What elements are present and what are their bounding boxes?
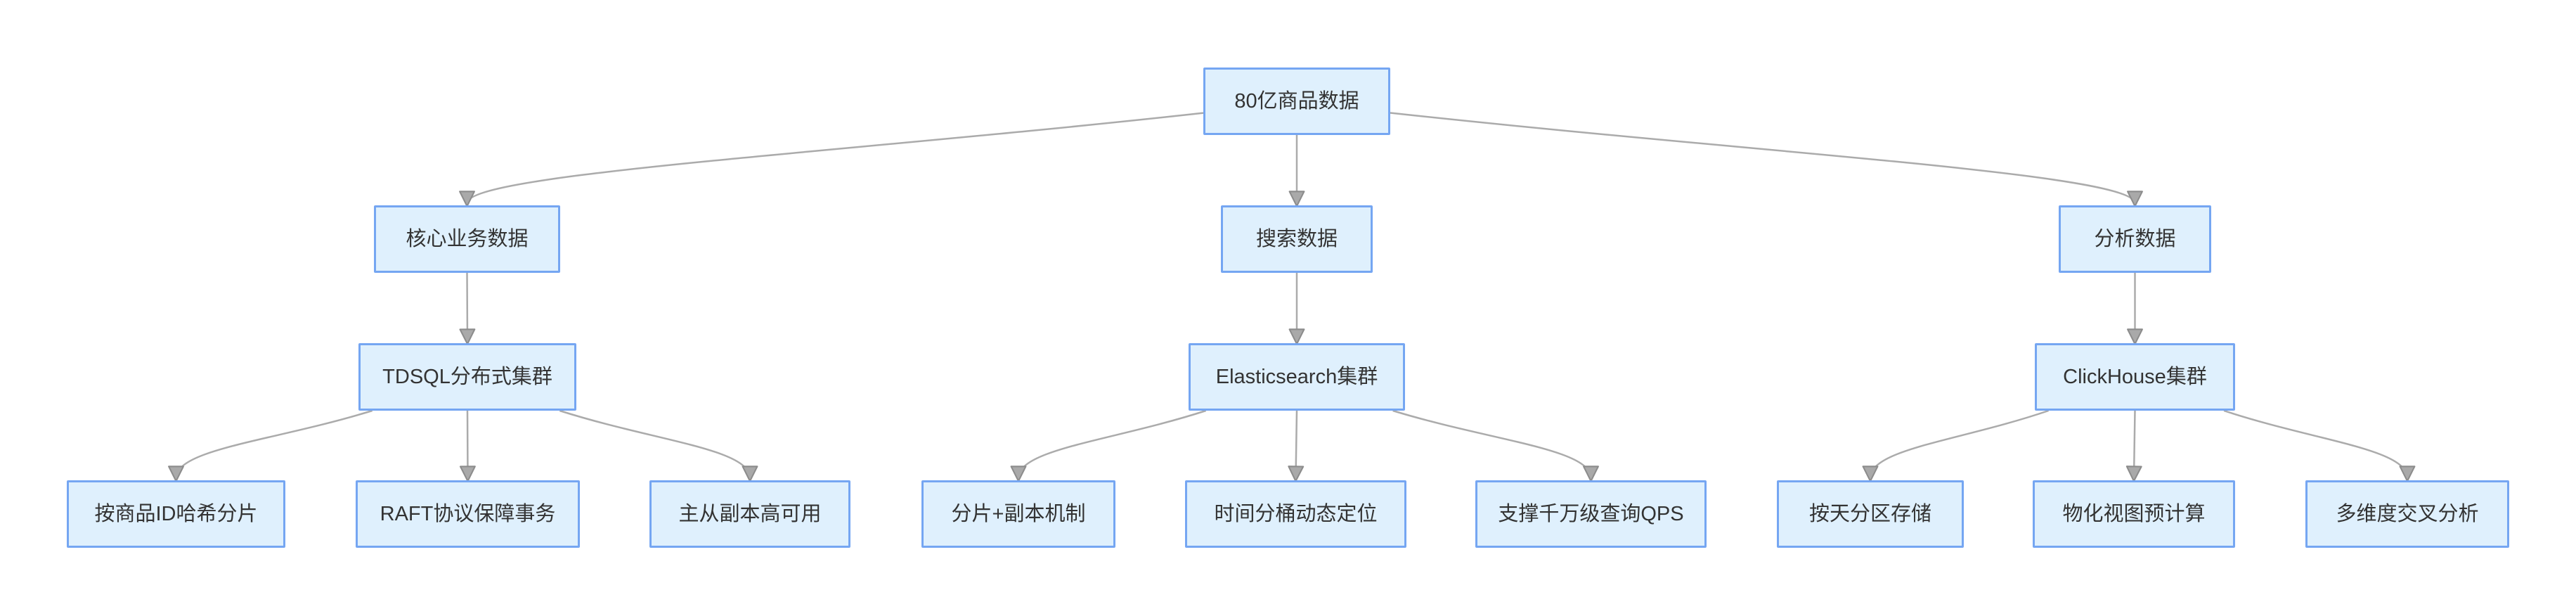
edge-core-tdsql — [459, 272, 476, 345]
node-label: 搜索数据 — [1255, 227, 1338, 250]
node-label: 物化视图预计算 — [2062, 502, 2206, 525]
node-label: 按天分区存储 — [1808, 502, 1931, 525]
edge-root-core — [459, 112, 1204, 207]
diagram-node-analysis: 分析数据 — [2059, 205, 2211, 273]
node-label: 分片+副本机制 — [951, 502, 1086, 525]
node-label: 核心业务数据 — [406, 227, 529, 250]
node-label: 多维度交叉分析 — [2336, 502, 2479, 525]
diagram-node-leaf-bucket: 时间分桶动态定位 — [1185, 480, 1406, 548]
edge-es-leaf-bucket — [1288, 410, 1305, 482]
diagram-node-leaf-qps: 支撑千万级查询QPS — [1475, 480, 1707, 548]
edge-es-leaf-qps — [1392, 409, 1599, 482]
edge-ch-leaf-olap — [2223, 409, 2416, 482]
edge-tdsql-leaf-hash — [168, 409, 373, 482]
edge-tdsql-leaf-raft — [459, 410, 476, 482]
node-label: RAFT协议保障事务 — [380, 502, 556, 525]
diagram-node-leaf-raft: RAFT协议保障事务 — [356, 480, 580, 548]
edge-ch-leaf-partition — [1862, 409, 2049, 482]
edge-es-leaf-shard — [1010, 409, 1207, 482]
diagram-node-root: 80亿商品数据 — [1203, 68, 1390, 135]
node-label: 80亿商品数据 — [1234, 89, 1359, 113]
node-label: ClickHouse集群 — [2063, 365, 2207, 388]
diagram-node-leaf-shard: 分片+副本机制 — [921, 480, 1115, 548]
node-label: 按商品ID哈希分片 — [94, 502, 258, 525]
edge-tdsql-leaf-replica — [559, 409, 758, 482]
diagram-node-es: Elasticsearch集群 — [1189, 343, 1405, 411]
diagram-node-leaf-olap: 多维度交叉分析 — [2305, 480, 2509, 548]
diagram-node-leaf-partition: 按天分区存储 — [1777, 480, 1964, 548]
diagram-node-leaf-replica: 主从副本高可用 — [649, 480, 850, 548]
diagram-node-core: 核心业务数据 — [374, 205, 560, 273]
node-label: 支撑千万级查询QPS — [1498, 502, 1684, 525]
node-label: 时间分桶动态定位 — [1214, 502, 1378, 525]
edge-root-analysis — [1390, 112, 2143, 207]
edge-ch-leaf-mv — [2125, 410, 2142, 482]
node-label: 主从副本高可用 — [678, 502, 822, 525]
diagram-node-ch: ClickHouse集群 — [2035, 343, 2235, 411]
diagram-node-leaf-mv: 物化视图预计算 — [2033, 480, 2235, 548]
node-label: Elasticsearch集群 — [1215, 365, 1378, 388]
node-label: 分析数据 — [2094, 227, 2176, 250]
diagram-node-search: 搜索数据 — [1221, 205, 1373, 273]
diagram-node-leaf-hash: 按商品ID哈希分片 — [67, 480, 285, 548]
diagram-node-tdsql: TDSQL分布式集群 — [358, 343, 576, 411]
node-label: TDSQL分布式集群 — [382, 365, 552, 388]
